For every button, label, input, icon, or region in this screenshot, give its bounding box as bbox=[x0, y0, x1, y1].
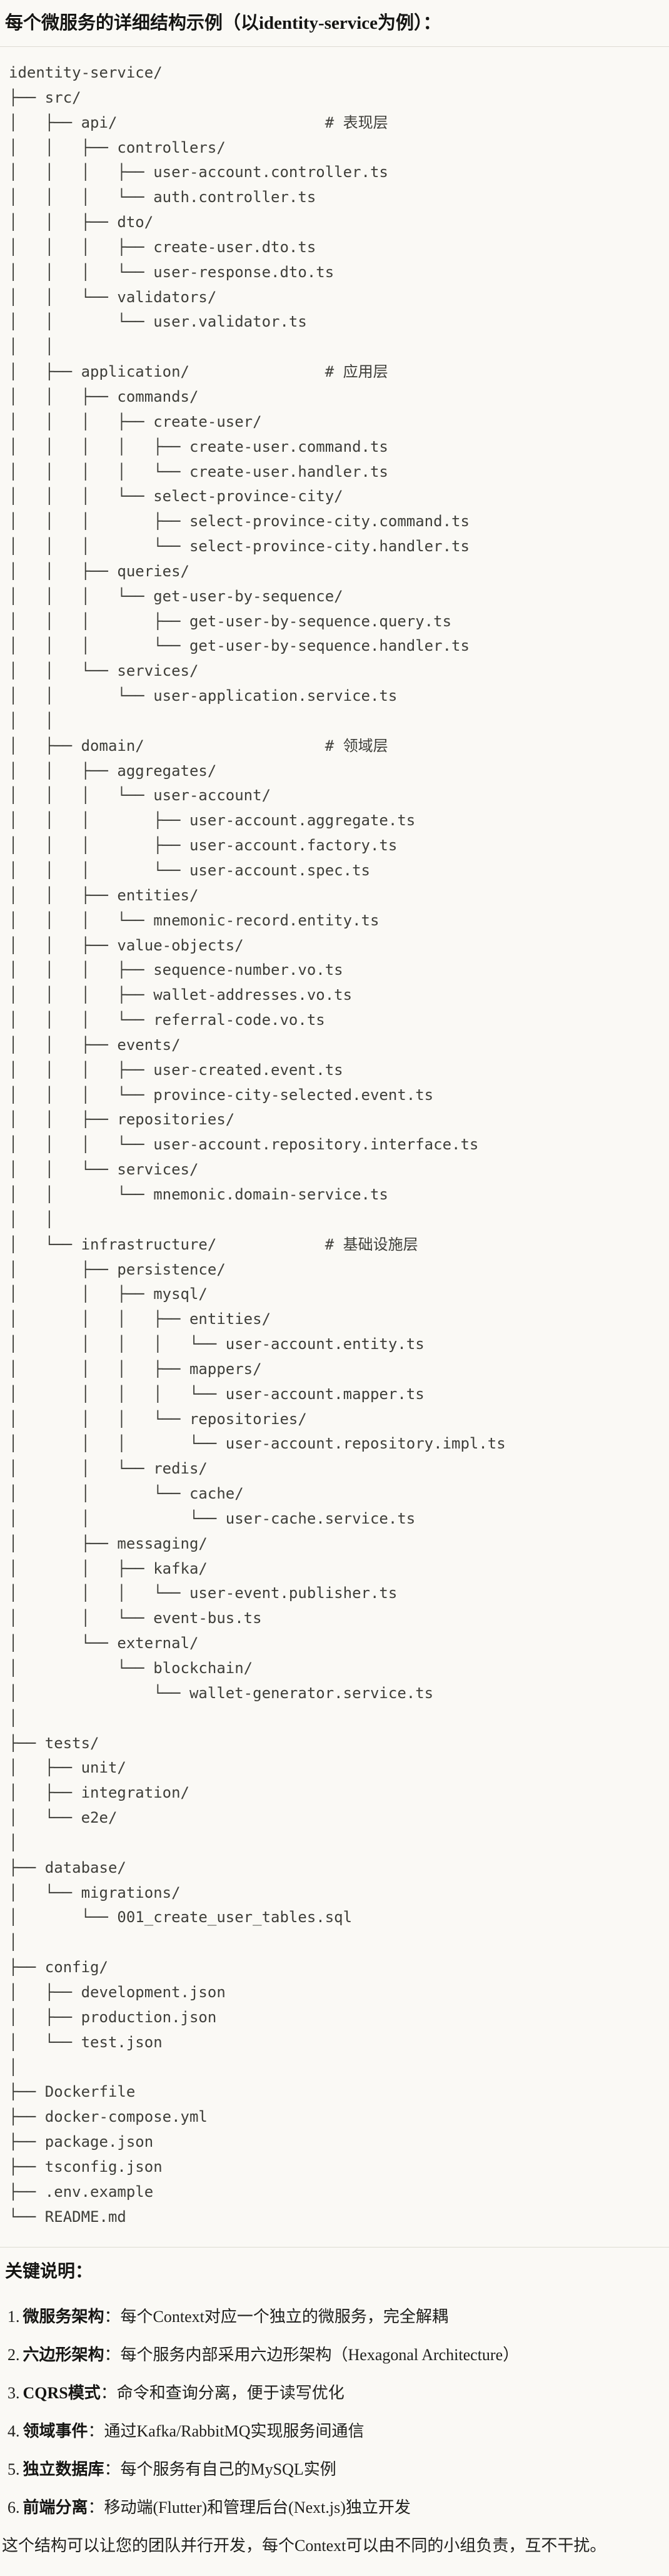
note-item: 2.六边形架构：每个服务内部采用六边形架构（Hexagonal Architec… bbox=[8, 2343, 660, 2368]
note-text: ：每个服务有自己的MySQL实例 bbox=[104, 2460, 336, 2479]
document-header: 每个微服务的详细结构示例（以identity-service为例）： bbox=[0, 0, 669, 47]
note-label: CQRS模式 bbox=[23, 2384, 101, 2403]
note-label: 前端分离 bbox=[23, 2498, 88, 2517]
note-number: 3. bbox=[8, 2384, 20, 2403]
note-label: 领域事件 bbox=[23, 2422, 88, 2441]
note-text: ：通过Kafka/RabbitMQ实现服务间通信 bbox=[88, 2422, 365, 2441]
note-number: 4. bbox=[8, 2422, 20, 2441]
note-text: ：命令和查询分离，便于读写优化 bbox=[100, 2384, 345, 2403]
notes-list: 1.微服务架构：每个Context对应一个独立的微服务，完全解耦 2.六边形架构… bbox=[5, 2304, 660, 2520]
notes-section: 关键说明： 1.微服务架构：每个Context对应一个独立的微服务，完全解耦 2… bbox=[0, 2260, 669, 2558]
note-item: 4.领域事件：通过Kafka/RabbitMQ实现服务间通信 bbox=[8, 2419, 660, 2444]
page-title: 每个微服务的详细结构示例（以identity-service为例）： bbox=[5, 13, 441, 33]
conclusion-paragraph: 这个结构可以让您的团队并行开发，每个Context可以由不同的小组负责，互不干扰… bbox=[2, 2537, 606, 2555]
note-number: 6. bbox=[8, 2498, 20, 2517]
note-item: 3.CQRS模式：命令和查询分离，便于读写优化 bbox=[8, 2381, 660, 2406]
note-text: ：每个Context对应一个独立的微服务，完全解耦 bbox=[104, 2308, 448, 2326]
note-text: ：移动端(Flutter)和管理后台(Next.js)独立开发 bbox=[88, 2498, 411, 2517]
note-text: ：每个服务内部采用六边形架构（Hexagonal Architecture） bbox=[104, 2346, 520, 2365]
note-item: 1.微服务架构：每个Context对应一个独立的微服务，完全解耦 bbox=[8, 2304, 660, 2329]
note-number: 1. bbox=[8, 2308, 20, 2326]
note-item: 5.独立数据库：每个服务有自己的MySQL实例 bbox=[8, 2457, 660, 2482]
note-item: 6.前端分离：移动端(Flutter)和管理后台(Next.js)独立开发 bbox=[8, 2495, 660, 2520]
note-number: 5. bbox=[8, 2460, 20, 2479]
note-number: 2. bbox=[8, 2346, 20, 2365]
note-label: 微服务架构 bbox=[23, 2308, 104, 2326]
note-label: 独立数据库 bbox=[23, 2460, 104, 2479]
directory-tree-code-block: identity-service/ ├── src/ │ ├── api/ # … bbox=[0, 47, 669, 2248]
note-label: 六边形架构 bbox=[23, 2346, 104, 2365]
notes-heading: 关键说明： bbox=[5, 2262, 93, 2282]
